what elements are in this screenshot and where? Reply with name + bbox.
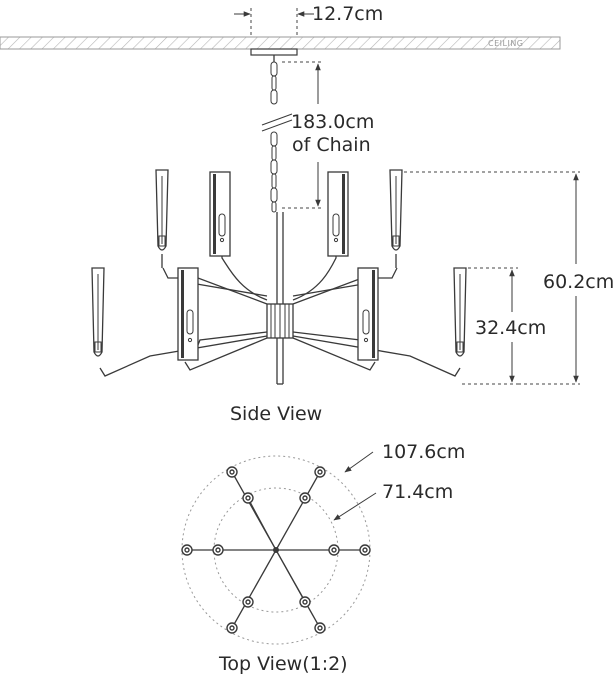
upper-shade-left-outer [155,169,169,268]
lower-tier-height-dimension: 32.4cm [462,267,546,385]
upper-shade-right-outer [389,169,403,268]
side-view-caption: Side View [230,403,322,425]
canopy-width-label: 12.7cm [312,3,383,25]
chain-note-label: of Chain [292,134,371,156]
upper-shade-left-inner [209,171,231,257]
overall-height-dimension: 60.2cm [404,171,613,385]
outer-diameter-dimension: 107.6cm [344,441,465,473]
outer-diameter-label: 107.6cm [382,441,465,463]
canopy [250,48,298,56]
chain-length-dimension: 183.0cm of Chain [282,61,374,209]
top-view-caption: Top View(1:2) [218,653,348,675]
lower-shade-left-inner [177,267,199,361]
inner-diameter-label: 71.4cm [382,481,453,503]
inner-diameter-dimension: 71.4cm [333,481,453,521]
chandelier-top-view [181,455,371,645]
lower-shade-right-inner [357,267,379,361]
center-hub [266,303,294,339]
lower-shade-left-outer [91,267,105,357]
chain [261,55,293,213]
chain-length-label: 183.0cm [291,111,374,133]
ceiling: CEILING [0,36,561,50]
chandelier-side-view [91,169,467,385]
lower-shade-right-outer [453,267,467,357]
lower-tier-height-label: 32.4cm [475,317,546,339]
upper-shade-right-inner [327,171,349,257]
canopy-width-dimension: 12.7cm [234,3,383,36]
overall-height-label: 60.2cm [543,271,613,293]
ceiling-label: CEILING [488,39,524,48]
